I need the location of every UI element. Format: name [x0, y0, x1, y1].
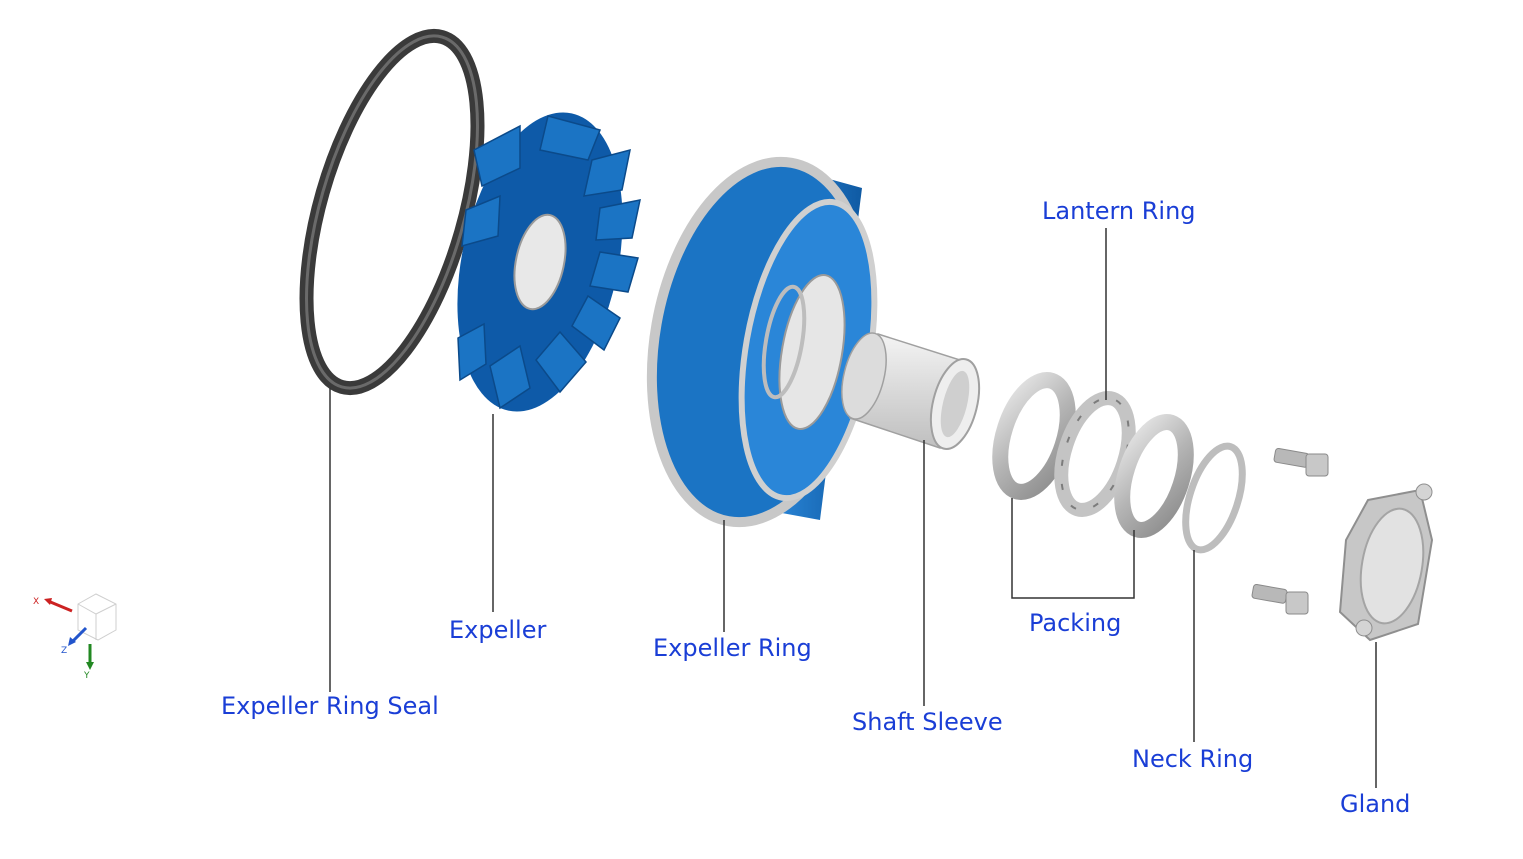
leader-lines	[329, 228, 1377, 788]
bolt-lower-part	[1251, 583, 1309, 615]
label-shaft-sleeve: Shaft Sleeve	[852, 708, 1003, 736]
y-arrow-icon	[86, 662, 94, 670]
bolt-upper-part	[1273, 447, 1329, 477]
x-arrow-icon	[44, 598, 52, 605]
label-expeller: Expeller	[449, 616, 547, 644]
label-neck-ring: Neck Ring	[1132, 745, 1254, 773]
label-packing: Packing	[1029, 609, 1122, 637]
x-axis-label: X	[33, 597, 39, 607]
y-axis-label: Y	[83, 671, 90, 681]
axis-triad: X Z Y	[33, 593, 117, 681]
z-axis-label: Z	[61, 646, 67, 656]
neck-ring-part	[1182, 442, 1246, 554]
z-arrow-icon	[68, 637, 76, 646]
label-lantern-ring: Lantern Ring	[1042, 197, 1196, 225]
packing-ring-2-part	[1114, 414, 1194, 538]
label-expeller-ring-seal: Expeller Ring Seal	[221, 692, 439, 720]
label-expeller-ring: Expeller Ring	[653, 634, 812, 662]
leader-packing	[1011, 498, 1135, 599]
shaft-sleeve-part	[841, 332, 981, 450]
gland-part	[1338, 483, 1434, 642]
expeller-part	[457, 112, 641, 412]
label-gland: Gland	[1340, 790, 1411, 818]
expeller-ring-part	[646, 156, 878, 528]
expeller-ring-seal-part	[299, 28, 485, 396]
